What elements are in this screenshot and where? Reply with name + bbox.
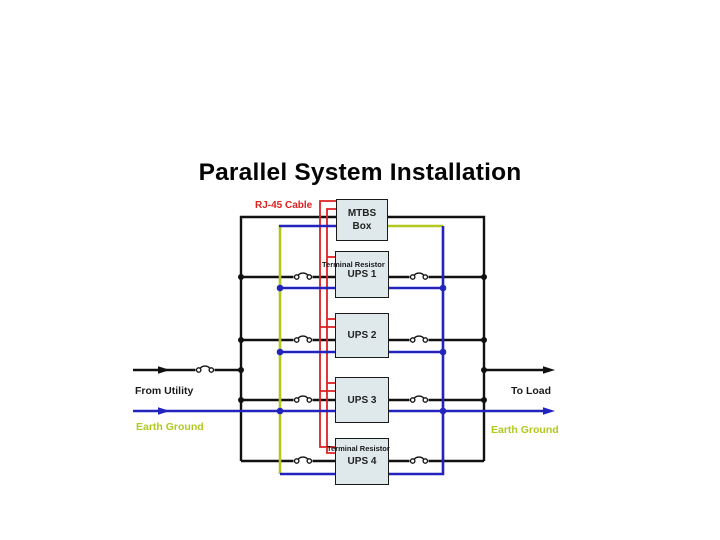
- ups4-box: UPS 4: [335, 438, 389, 485]
- ups4-box-label: UPS 4: [347, 456, 377, 467]
- ups2-box: UPS 2: [335, 313, 389, 358]
- ups1-box-label: UPS 1: [347, 269, 377, 280]
- to-load-label: To Load: [511, 385, 552, 397]
- mtbs-box-label-line1: MTBS: [347, 208, 377, 219]
- page-title: Parallel System Installation: [198, 159, 522, 186]
- mtbs-box: MTBS Box: [336, 199, 388, 241]
- junction-dots: [238, 274, 487, 415]
- circuit-breaker-symbols: [194, 272, 430, 465]
- ups3-box: UPS 3: [335, 377, 389, 423]
- terminal-resistor-label-bottom: Terminal Resistor: [327, 444, 390, 453]
- terminal-resistor-label-top: Terminal Resistor: [322, 260, 385, 269]
- rj45-cable-label: RJ-45 Cable: [255, 200, 313, 211]
- earth-ground-label-left: Earth Ground: [136, 421, 204, 433]
- from-utility-label: From Utility: [135, 385, 194, 397]
- ups3-box-label: UPS 3: [347, 394, 377, 406]
- earth-ground-label-right: Earth Ground: [491, 424, 559, 436]
- ups2-box-label: UPS 2: [347, 330, 377, 341]
- ups1-box: UPS 1: [335, 251, 389, 298]
- mtbs-box-label-line2: Box: [352, 221, 372, 232]
